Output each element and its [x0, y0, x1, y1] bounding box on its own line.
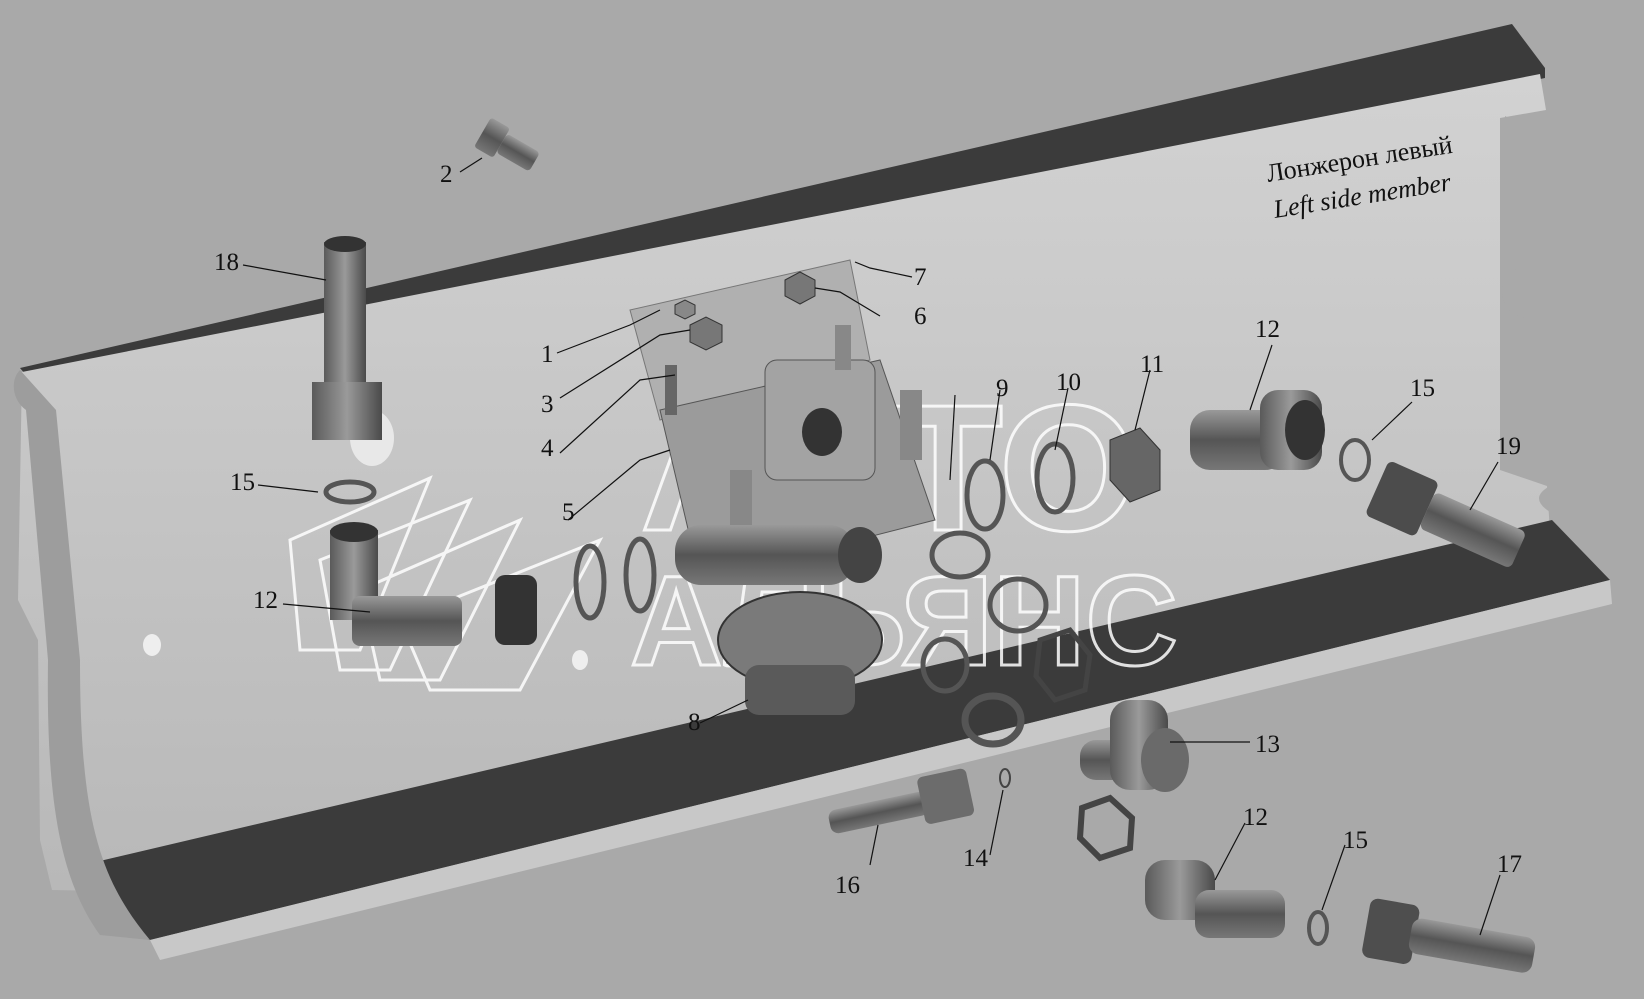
rail-bottom-lip: [150, 580, 1612, 960]
part-fitting-left: [495, 536, 657, 645]
callout-7: 7: [914, 264, 927, 291]
callout-5: 5: [562, 499, 575, 526]
part-6-nut: [784, 271, 816, 305]
part-12-elbow-left: [330, 522, 462, 646]
callout-15-right: 15: [1410, 375, 1435, 402]
part-2-bolt: [475, 118, 539, 171]
part-15-washer: [323, 479, 377, 505]
part-5-stud: [665, 365, 677, 415]
part-3-washer: [674, 299, 696, 320]
valve-pin: [835, 325, 851, 370]
callout-15-left: 15: [230, 469, 255, 496]
rail-bottom-flange: [70, 520, 1610, 940]
callout-1: 1: [541, 341, 554, 368]
part-8-silencer-base: [745, 665, 855, 715]
callout-17: 17: [1497, 851, 1522, 878]
rail-hole: [143, 634, 161, 656]
callout-12-upper: 12: [1255, 316, 1280, 343]
rail-notch-lower: [1539, 486, 1550, 512]
callout-10: 10: [1056, 369, 1081, 396]
part-9-ring: [964, 458, 1006, 532]
callout-12-left: 12: [253, 587, 278, 614]
callouts: 1 2 3 4 5 6 7 8 9 10 11 12 12 12 13 14 1…: [214, 161, 1522, 899]
rail-notch-upper: [1505, 116, 1514, 140]
part-13-tee: [1080, 700, 1189, 792]
valve-pin: [730, 470, 752, 525]
callout-2: 2: [440, 161, 453, 188]
leader-lines: [242, 157, 1501, 936]
callout-18: 18: [214, 249, 239, 276]
watermark-logo-stripes: [288, 475, 604, 692]
part-15-washer: [1339, 438, 1371, 482]
valve-port: [802, 408, 842, 456]
ring: [920, 636, 970, 694]
part-17-pipe: [1362, 898, 1536, 973]
mounting-bracket: [629, 259, 871, 421]
part-11-nut: [1109, 427, 1161, 503]
callout-4: 4: [541, 435, 554, 462]
ring: [961, 692, 1025, 748]
part-10-ring: [1034, 441, 1076, 515]
main-valve-assembly: [629, 259, 936, 715]
callout-16: 16: [835, 872, 860, 899]
callout-9: 9: [996, 375, 1009, 402]
rail-hole: [572, 650, 588, 670]
part-15-washer: [1307, 910, 1329, 946]
part-16-pipe: [828, 768, 974, 834]
rail-left-edge: [13, 370, 150, 940]
callout-3: 3: [541, 391, 554, 418]
ring: [929, 530, 991, 580]
callout-14: 14: [963, 845, 989, 872]
part-4-nut: [689, 316, 723, 351]
part-14-oring: [999, 768, 1011, 788]
callout-15-lower: 15: [1343, 827, 1368, 854]
valve-pin: [900, 390, 922, 460]
valve-side-port: [675, 525, 855, 585]
ring: [987, 576, 1049, 634]
callout-6: 6: [914, 303, 927, 330]
rail-notch-middle: [1502, 266, 1528, 318]
part-12-elbow-lower: [1145, 860, 1285, 938]
callout-11: 11: [1140, 351, 1164, 378]
part-18-tube: [312, 236, 382, 440]
part-12-elbow-upper: [1190, 390, 1325, 470]
part-19-fitting: [1366, 461, 1525, 567]
callout-19: 19: [1496, 433, 1521, 460]
nut: [1076, 794, 1136, 862]
valve-port-end: [838, 527, 882, 583]
callout-12-lower: 12: [1243, 804, 1268, 831]
nut: [1033, 627, 1093, 703]
callout-13: 13: [1255, 731, 1280, 758]
callout-8: 8: [688, 709, 701, 736]
